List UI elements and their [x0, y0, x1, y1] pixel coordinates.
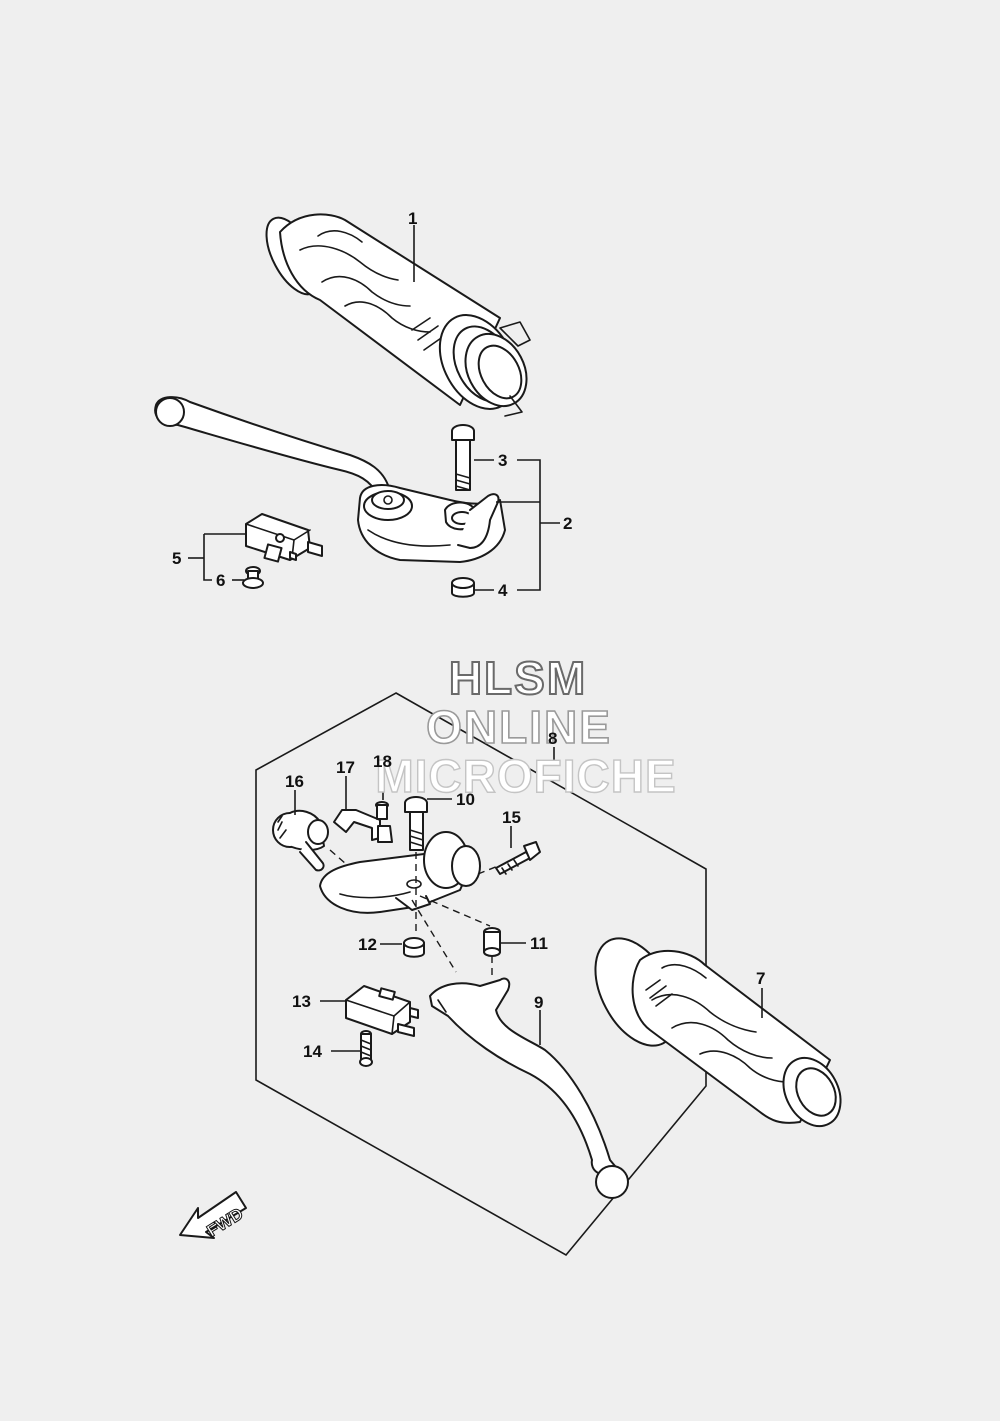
callout-6: 6	[216, 571, 225, 590]
switch-screw-part	[242, 566, 264, 589]
callout-10: 10	[456, 790, 475, 809]
top-leader-lines	[188, 225, 560, 591]
throttle-grip-part	[265, 213, 531, 417]
callout-labels: 1 2 3 4 5 6 7 8 9 10 11 12 13 14 15 16 1…	[172, 209, 765, 1061]
callout-11: 11	[530, 934, 548, 953]
spring-bracket-part	[333, 809, 393, 843]
callout-4: 4	[498, 581, 508, 600]
callout-1: 1	[408, 209, 417, 228]
callout-15: 15	[502, 808, 521, 827]
assembly-alignment-lines	[329, 849, 499, 978]
assembly-frame	[255, 692, 707, 1257]
callout-17: 17	[336, 758, 355, 777]
pivot-collar-part	[483, 927, 501, 957]
callout-16: 16	[285, 772, 304, 791]
callout-14: 14	[303, 1042, 322, 1061]
callout-18: 18	[373, 752, 392, 771]
lever-holder-part	[319, 831, 481, 914]
front-brake-lever-part	[154, 396, 506, 563]
callout-12: 12	[358, 935, 377, 954]
callout-7: 7	[756, 969, 765, 988]
callout-2: 2	[563, 514, 572, 533]
small-screw-part	[375, 801, 389, 820]
watermark: HLSM ONLINE MICROFICHE	[375, 651, 677, 803]
callout-13: 13	[292, 992, 311, 1011]
left-grip-part	[594, 937, 842, 1128]
watermark-line-3: MICROFICHE	[375, 750, 676, 802]
adjuster-knob-part	[272, 809, 329, 872]
callout-8: 8	[548, 729, 557, 748]
watermark-line-2: ONLINE	[426, 701, 612, 753]
callout-3: 3	[498, 451, 507, 470]
pivot-bolt-part	[451, 424, 475, 491]
nut-part	[451, 577, 475, 598]
lever-pivot-bolt-part	[404, 796, 428, 851]
holder-nut-part	[403, 937, 425, 958]
switch-mount-screw-part	[359, 1030, 373, 1067]
brake-switch-part	[245, 513, 323, 563]
clamp-bolt-part	[495, 841, 541, 875]
clutch-lever-part	[429, 977, 629, 1199]
callout-9: 9	[534, 993, 543, 1012]
callout-5: 5	[172, 549, 181, 568]
bottom-leader-lines	[294, 747, 763, 1052]
clutch-switch-part	[345, 985, 419, 1037]
forward-direction-arrow: FWD	[179, 1191, 247, 1241]
watermark-line-1: HLSM	[449, 652, 587, 704]
